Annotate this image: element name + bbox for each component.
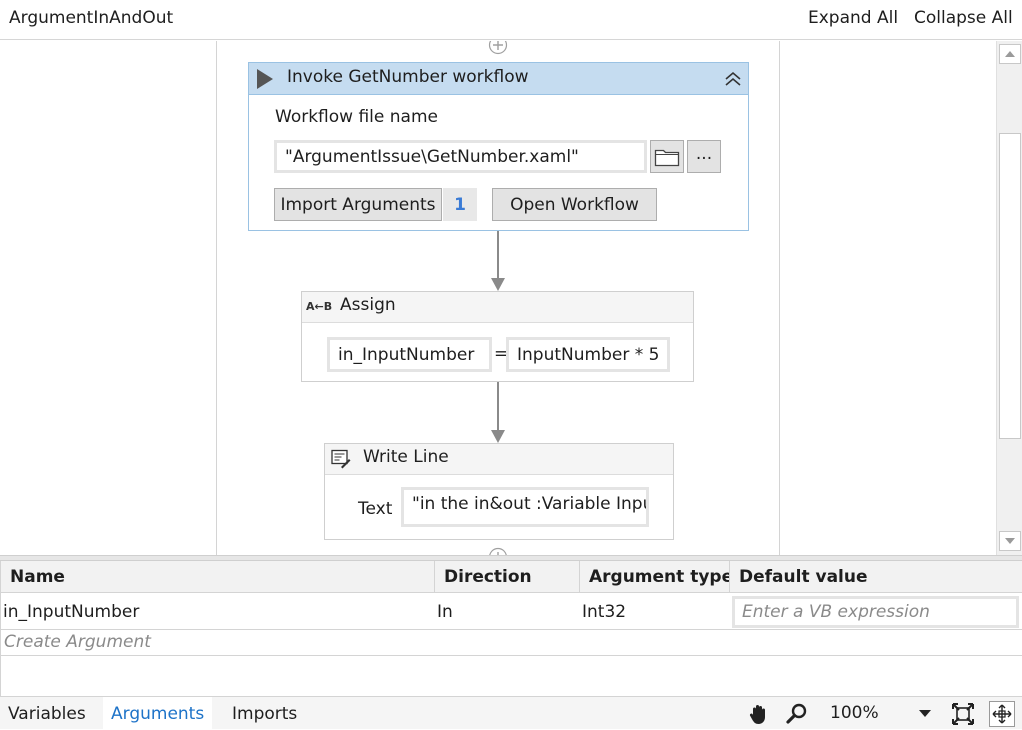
- invoke-workflow-title: Invoke GetNumber workflow: [287, 67, 529, 87]
- zoom-dropdown-chevron-down-icon[interactable]: [912, 701, 938, 727]
- caret-down-icon: [1005, 538, 1015, 544]
- write-line-header[interactable]: Write Line: [325, 444, 673, 475]
- assign-icon: A←B: [306, 300, 333, 313]
- create-argument-link[interactable]: Create Argument: [4, 632, 151, 652]
- argument-name-cell[interactable]: in_InputNumber: [3, 602, 140, 622]
- open-workflow-button[interactable]: Open Workflow: [492, 188, 657, 221]
- designer-bottom-bar: Variables Arguments Imports 100%: [0, 696, 1022, 730]
- designer-canvas[interactable]: Invoke GetNumber workflow Workflow file …: [0, 41, 996, 555]
- sequence-border-right: [779, 41, 780, 555]
- import-count: 1: [454, 194, 466, 215]
- write-line-activity[interactable]: Write Line Text "in the in&out :Variable…: [324, 443, 674, 540]
- fit-to-screen-icon[interactable]: [950, 701, 976, 727]
- assign-value-input[interactable]: InputNumber * 5: [506, 337, 670, 372]
- collapse-chevron-icon[interactable]: [723, 69, 743, 89]
- more-options-button[interactable]: ...: [687, 140, 721, 173]
- flow-connector: [497, 382, 499, 431]
- expand-all-button[interactable]: Expand All: [808, 8, 899, 28]
- arguments-grid-header: Name Direction Argument type Default val…: [1, 561, 1022, 593]
- write-line-title: Write Line: [363, 447, 449, 467]
- import-arguments-count-badge: 1: [443, 188, 477, 221]
- assign-header[interactable]: A←B Assign: [302, 292, 693, 323]
- column-header-argument-type[interactable]: Argument type: [580, 561, 730, 593]
- collapse-all-button[interactable]: Collapse All: [914, 8, 1013, 28]
- tab-imports[interactable]: Imports: [232, 703, 298, 724]
- import-arguments-button[interactable]: Import Arguments: [274, 188, 442, 221]
- invoke-workflow-activity[interactable]: Invoke GetNumber workflow Workflow file …: [248, 62, 749, 231]
- write-line-text-label: Text: [358, 499, 393, 519]
- invoke-workflow-header[interactable]: Invoke GetNumber workflow: [249, 63, 748, 95]
- assign-equals-sign: =: [494, 344, 509, 364]
- scroll-down-button[interactable]: [999, 531, 1021, 551]
- column-header-default-value[interactable]: Default value: [739, 567, 868, 587]
- add-activity-icon[interactable]: [488, 547, 508, 555]
- default-value-input[interactable]: Enter a VB expression: [732, 596, 1019, 628]
- argument-direction-cell[interactable]: In: [437, 602, 453, 622]
- play-icon: [255, 68, 275, 90]
- workflow-title: ArgumentInAndOut: [9, 8, 174, 28]
- workflow-file-name-label: Workflow file name: [275, 107, 438, 127]
- folder-icon: [654, 149, 680, 166]
- default-value-placeholder: Enter a VB expression: [742, 602, 930, 622]
- overview-icon[interactable]: [989, 701, 1015, 727]
- pan-hand-icon[interactable]: [746, 701, 772, 727]
- table-row[interactable]: in_InputNumber In Int32 Enter a VB expre…: [1, 594, 1022, 630]
- add-activity-icon[interactable]: [488, 41, 508, 55]
- zoom-level-value[interactable]: 100%: [830, 703, 879, 723]
- sequence-border-left: [216, 41, 217, 555]
- tab-variables[interactable]: Variables: [8, 703, 86, 724]
- flow-arrow-icon: [491, 278, 505, 291]
- panel-splitter[interactable]: [0, 555, 1022, 561]
- tab-arguments[interactable]: Arguments: [103, 697, 213, 730]
- assign-title: Assign: [340, 295, 396, 315]
- write-line-icon: [331, 449, 351, 469]
- grid-row-divider: [1, 655, 1022, 656]
- caret-up-icon: [1005, 51, 1015, 57]
- assign-to-input[interactable]: in_InputNumber: [327, 337, 492, 372]
- zoom-magnifier-icon[interactable]: [784, 701, 810, 727]
- workflow-file-name-input[interactable]: "ArgumentIssue\GetNumber.xaml": [274, 140, 647, 173]
- browse-folder-button[interactable]: [650, 140, 684, 173]
- write-line-text-input[interactable]: "in the in&out :Variable InputNumber": [401, 487, 649, 527]
- designer-toolbar: ArgumentInAndOut Expand All Collapse All: [0, 0, 1022, 40]
- scroll-thumb[interactable]: [999, 133, 1021, 439]
- designer-vertical-scrollbar[interactable]: [996, 41, 1022, 555]
- argument-type-cell[interactable]: Int32: [582, 602, 627, 622]
- column-header-direction[interactable]: Direction: [435, 561, 580, 593]
- column-header-name[interactable]: Name: [1, 561, 435, 593]
- arguments-panel: Name Direction Argument type Default val…: [0, 561, 1022, 696]
- flow-arrow-icon: [491, 430, 505, 443]
- assign-activity[interactable]: A←B Assign in_InputNumber = InputNumber …: [301, 291, 694, 382]
- flow-connector: [497, 231, 499, 279]
- scroll-up-button[interactable]: [999, 44, 1021, 64]
